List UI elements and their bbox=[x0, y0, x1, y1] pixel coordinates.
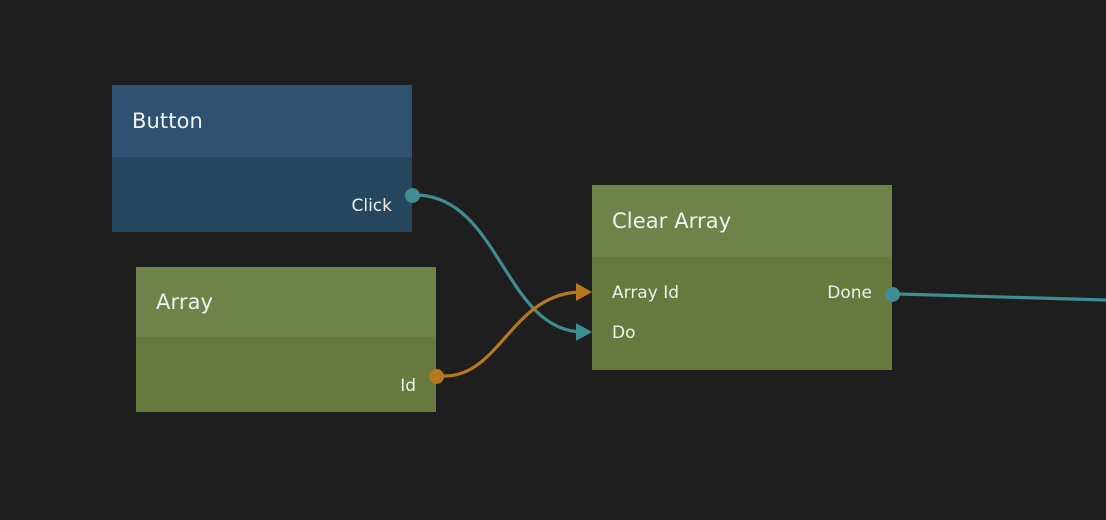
port-label-array-id: Array Id bbox=[612, 283, 679, 303]
node-array-header[interactable]: Array bbox=[136, 267, 436, 337]
node-button-body: Click bbox=[112, 157, 412, 232]
node-array-title: Array bbox=[156, 290, 214, 314]
node-button[interactable]: Button Click bbox=[112, 85, 412, 232]
node-button-header[interactable]: Button bbox=[112, 85, 412, 157]
port-row-done[interactable]: Done bbox=[827, 282, 872, 304]
port-row-do[interactable]: Do bbox=[612, 322, 636, 344]
node-clear-array-header[interactable]: Clear Array bbox=[592, 185, 892, 257]
edge-done-outgoing[interactable] bbox=[897, 292, 1106, 302]
port-label-click: Click bbox=[351, 196, 392, 216]
node-clear-array-title: Clear Array bbox=[612, 209, 732, 233]
port-arrow-array-id[interactable] bbox=[576, 283, 592, 301]
edge-id-to-array-id[interactable] bbox=[441, 290, 584, 378]
port-row-array-id[interactable]: Array Id bbox=[612, 282, 679, 304]
port-label-done: Done bbox=[827, 283, 872, 303]
node-clear-array-body: Array Id Do Done bbox=[592, 257, 892, 370]
node-clear-array[interactable]: Clear Array Array Id Do Done bbox=[592, 185, 892, 370]
node-array-body: Id bbox=[136, 337, 436, 412]
port-label-id: Id bbox=[400, 376, 416, 396]
port-label-do: Do bbox=[612, 323, 636, 343]
node-button-title: Button bbox=[132, 109, 203, 133]
port-row-click[interactable]: Click bbox=[351, 195, 392, 217]
edge-click-to-do[interactable] bbox=[417, 193, 584, 334]
port-arrow-do[interactable] bbox=[576, 323, 592, 341]
node-array[interactable]: Array Id bbox=[136, 267, 436, 412]
port-row-id[interactable]: Id bbox=[400, 375, 416, 397]
